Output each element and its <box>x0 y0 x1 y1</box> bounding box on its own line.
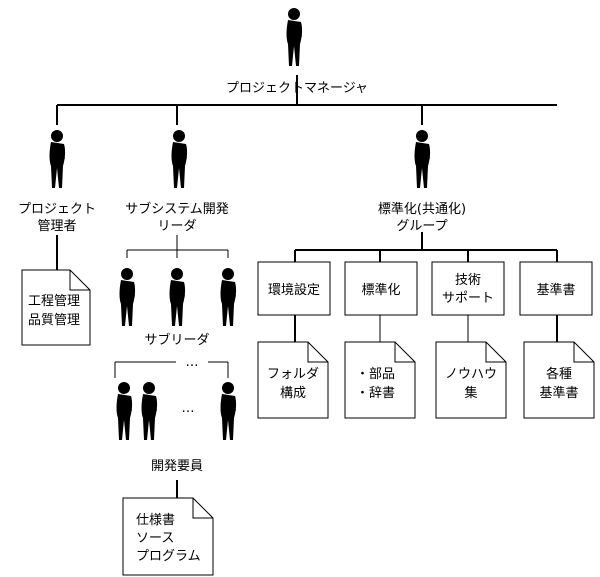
std-group-person-icon <box>414 130 431 188</box>
std-box-criteria <box>519 261 593 316</box>
developer-1-person-icon <box>116 382 133 440</box>
std-box-3-line-1: 技術 <box>455 273 481 288</box>
subleader-2-person-icon <box>169 268 186 326</box>
subleader-1-person-icon <box>119 268 136 326</box>
std-doc-3-line-1: ノウハウ <box>445 367 497 382</box>
std-doc-2-line-1: ・部品 <box>356 367 395 382</box>
developer-2-person-icon <box>141 382 158 440</box>
dev-document: 仕様書 ソース プログラム <box>122 497 214 576</box>
pm-document: 工程管理 品質管理 <box>21 269 91 346</box>
std-box-env <box>257 261 331 316</box>
leader-2-line-1: サブシステム開発 <box>125 201 229 217</box>
developers-label: 開発要員 <box>151 459 203 474</box>
std-box-support <box>431 261 505 316</box>
leader-2-line-2: リーダ <box>157 219 196 234</box>
std-box-2-line-1: 標準化 <box>361 282 400 298</box>
leader-3-line-2: グループ <box>396 219 447 234</box>
std-doc-4-line-1: 各種 <box>546 366 572 382</box>
pm-doc-line-1: 工程管理 <box>28 294 80 309</box>
std-box-3-line-2: サポート <box>442 291 494 306</box>
connectors <box>56 75 558 500</box>
dev-doc-line-1: 仕様書 <box>136 513 175 528</box>
subleader-3-person-icon <box>220 268 237 326</box>
dev-doc-line-2: ソース <box>136 531 174 546</box>
std-group-boxes: 環境設定 標準化 技術 サポート 基準書 <box>257 261 593 316</box>
project-manager-label: プロジェクトマネージャ <box>226 81 368 96</box>
std-doc-4-line-2: 基準書 <box>539 385 578 401</box>
std-box-4-line-1: 基準書 <box>536 282 575 298</box>
std-box-1-line-1: 環境設定 <box>268 282 320 298</box>
pm-doc-line-2: 品質管理 <box>28 313 80 328</box>
leader-3-line-1: 標準化(共通化) <box>378 201 466 217</box>
std-doc-2-line-2: ・辞書 <box>356 386 395 401</box>
leader-1-line-2: 管理者 <box>37 219 76 234</box>
dev-doc-line-3: プログラム <box>136 549 201 564</box>
leader-1-line-1: プロジェクト <box>18 202 96 217</box>
developer-ellipsis: … <box>182 401 195 416</box>
subleader-ellipsis: … <box>186 355 199 370</box>
project-manager-person-icon <box>286 8 303 66</box>
std-box-standard <box>344 261 418 316</box>
developer-3-person-icon <box>220 382 237 440</box>
std-doc-1-line-1: フォルダ <box>267 367 319 382</box>
std-doc-3-line-2: 集 <box>464 385 477 401</box>
std-documents: フォルダ 構成 ・部品 ・辞書 ノウハウ 集 各種 基準書 <box>257 341 595 419</box>
project-admin-person-icon <box>49 130 66 188</box>
std-doc-1-line-2: 構成 <box>280 386 306 401</box>
subsystem-leader-person-icon <box>171 130 188 188</box>
subleader-label: サブリーダ <box>144 332 209 348</box>
